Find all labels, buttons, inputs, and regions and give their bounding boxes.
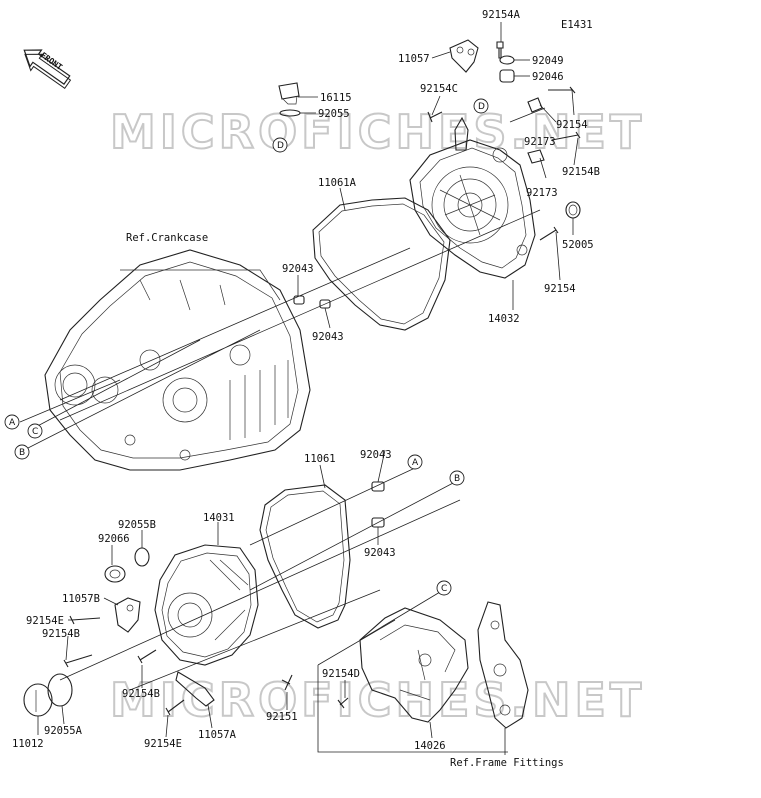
svg-text:B: B <box>19 448 25 458</box>
label-11057A: 11057A <box>198 729 237 741</box>
label-92173-b: 92173 <box>526 187 558 199</box>
svg-text:C: C <box>32 427 38 437</box>
label-92173-a: 92173 <box>524 136 556 148</box>
clutch-cover-14032 <box>409 116 536 279</box>
gasket-11061 <box>259 484 351 629</box>
watermark-top: MICROFICHES.NET <box>110 105 645 159</box>
label-92151: 92151 <box>266 711 298 723</box>
svg-text:B: B <box>454 474 460 484</box>
label-92154B: 92154B <box>562 166 600 178</box>
lower-small-parts <box>23 481 385 717</box>
label-11012: 11012 <box>12 738 44 750</box>
marker-C2: C <box>436 580 452 596</box>
label-92154D: 92154D <box>322 668 360 680</box>
svg-text:D: D <box>478 102 485 112</box>
svg-text:A: A <box>412 458 419 468</box>
svg-text:D: D <box>277 141 284 151</box>
label-92043-b: 92043 <box>312 331 344 343</box>
crankcase <box>44 249 311 471</box>
marker-D2: D <box>473 98 489 114</box>
label-92154-c: 92154 <box>544 283 576 295</box>
label-92055B: 92055B <box>118 519 156 531</box>
label-92046: 92046 <box>532 71 564 83</box>
label-92154B-b: 92154B <box>42 628 80 640</box>
label-92043-c: 92043 <box>360 449 392 461</box>
dowel-pin <box>293 295 305 305</box>
label-92154E: 92154E <box>26 615 64 627</box>
generator-cover-14031 <box>154 544 259 666</box>
label-14031: 14031 <box>203 512 235 524</box>
frame-fittings <box>477 601 529 729</box>
marker-B1: B <box>14 444 30 460</box>
label-11057B: 11057B <box>62 593 100 605</box>
label-11061: 11061 <box>304 453 336 465</box>
label-52005: 52005 <box>562 239 594 251</box>
label-92154E-b: 92154E <box>144 738 182 750</box>
label-92154A: 92154A <box>482 9 521 21</box>
label-92043-d: 92043 <box>364 547 396 559</box>
label-ref-frame-fittings: Ref.Frame Fittings <box>450 757 564 769</box>
label-92049: 92049 <box>532 55 564 67</box>
marker-C1: C <box>27 423 43 439</box>
label-92154: 92154 <box>556 119 588 131</box>
label-11057: 11057 <box>398 53 430 65</box>
watermark-bottom: MICROFICHES.NET <box>110 673 645 727</box>
svg-text:C: C <box>441 584 447 594</box>
label-16115: 16115 <box>320 92 352 104</box>
marker-A1: A <box>4 414 20 430</box>
label-92043-a: 92043 <box>282 263 314 275</box>
label-11061A: 11061A <box>318 177 357 189</box>
gasket-11061A <box>312 197 451 331</box>
label-92154B-c: 92154B <box>122 688 160 700</box>
label-14032: 14032 <box>488 313 520 325</box>
front-arrow-icon <box>23 49 72 89</box>
label-14026: 14026 <box>414 740 446 752</box>
marker-A2: A <box>407 454 423 470</box>
marker-B2: B <box>449 470 465 486</box>
label-92055: 92055 <box>318 108 350 120</box>
leader-lines <box>19 22 579 755</box>
marker-D1: D <box>272 137 288 153</box>
label-92055A: 92055A <box>44 725 83 737</box>
label-ref-crankcase: Ref.Crankcase <box>126 232 208 244</box>
diagram-code: E1431 <box>561 19 593 31</box>
label-92154C: 92154C <box>420 83 458 95</box>
sprocket-cover-14026 <box>359 607 469 723</box>
svg-text:A: A <box>9 418 16 428</box>
label-92066: 92066 <box>98 533 130 545</box>
